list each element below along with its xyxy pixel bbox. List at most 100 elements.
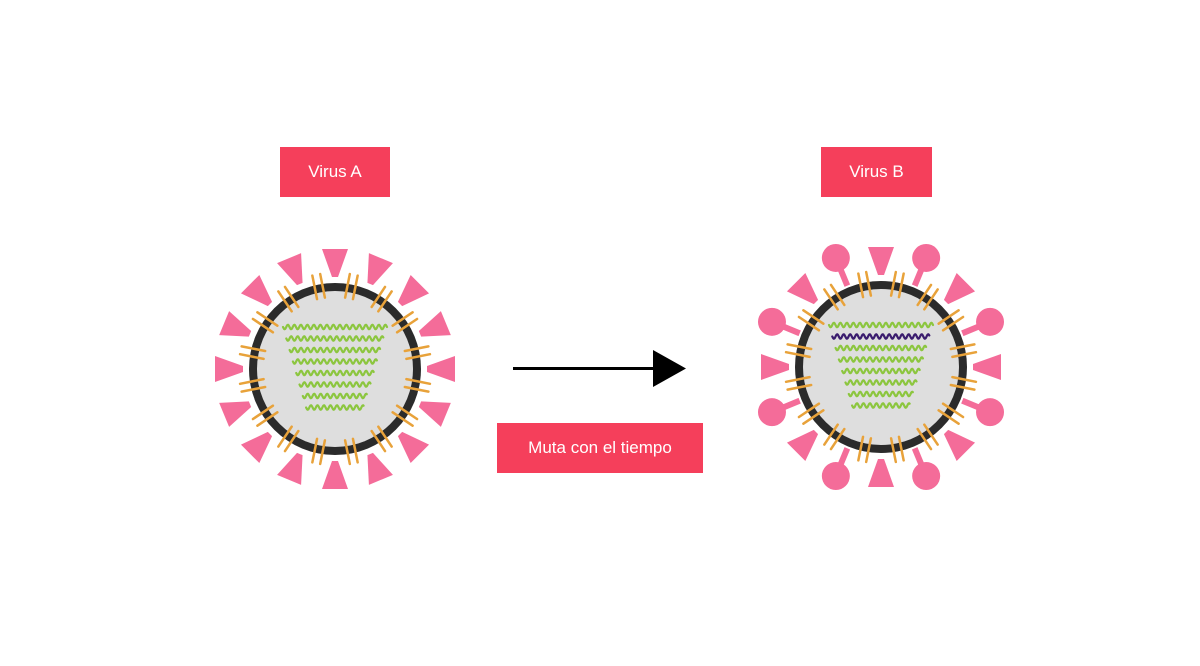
spike-head (322, 249, 348, 277)
protein-strand (405, 352, 432, 361)
rna-strand (834, 344, 928, 352)
spike-protein (367, 452, 393, 485)
spike-protein (322, 461, 348, 489)
rna-strand (844, 379, 918, 386)
membrane-protein (238, 377, 267, 393)
protein-strand (351, 274, 359, 301)
rna-strand (301, 392, 368, 400)
virus-b-illustration (757, 243, 1005, 491)
spike-protein (277, 253, 303, 286)
membrane-protein (916, 423, 939, 451)
spike-protein (961, 307, 1005, 337)
virus-a-label: Virus A (280, 147, 390, 197)
protein-strand (951, 350, 978, 359)
membrane-protein (823, 423, 846, 451)
protein-strand (889, 270, 898, 297)
spike-head (868, 459, 894, 487)
protein-strand (916, 427, 933, 451)
arrow-head (653, 350, 686, 387)
virus-b-label-text: Virus B (849, 162, 904, 181)
spike-protein (397, 274, 430, 307)
protein-strand (823, 288, 839, 311)
spike-protein (973, 354, 1001, 380)
protein-strand (802, 309, 825, 325)
capsid-interior (803, 289, 959, 445)
protein-strand (786, 383, 813, 391)
protein-strand (797, 315, 821, 332)
protein-strand (949, 383, 976, 391)
protein-strand (403, 345, 430, 353)
spike-head (367, 452, 393, 485)
protein-strand (857, 435, 865, 462)
capsid-interior (257, 291, 413, 447)
spike-head (219, 311, 252, 337)
spike-protein (427, 356, 455, 382)
mutation-label-text: Muta con el tiempo (528, 438, 672, 457)
spike-head (322, 461, 348, 489)
membrane-protein (391, 404, 419, 427)
membrane-protein (403, 345, 432, 361)
protein-strand (238, 352, 265, 361)
protein-strand (829, 283, 846, 307)
rna-strand (281, 323, 389, 331)
protein-strand (784, 350, 811, 359)
spike-knob (757, 398, 786, 427)
protein-strand (937, 309, 960, 325)
protein-strand (864, 270, 873, 297)
protein-strand (405, 377, 432, 386)
protein-strand (823, 423, 839, 446)
membrane-protein (784, 343, 813, 359)
protein-strand (240, 385, 267, 393)
protein-strand (311, 437, 319, 464)
membrane-protein (857, 270, 873, 299)
membrane-protein (343, 272, 359, 301)
membrane-protein (251, 404, 279, 427)
spike-knob (976, 307, 1005, 336)
spike-protein (911, 243, 941, 287)
mutation-arrow-icon (513, 350, 686, 387)
protein-strand (784, 375, 811, 384)
spike-protein (418, 311, 451, 337)
rna-strand (285, 335, 385, 342)
protein-strand (370, 429, 387, 453)
spike-head (397, 274, 430, 307)
membrane-protein (857, 435, 873, 464)
spike-protein (757, 307, 801, 337)
spike-protein (397, 431, 430, 464)
protein-strand (370, 285, 387, 309)
spike-protein (277, 452, 303, 485)
spike-protein (868, 459, 894, 487)
protein-strand (391, 411, 414, 427)
protein-strand (941, 402, 965, 419)
spike-knob (821, 243, 850, 272)
spike-protein (943, 272, 976, 305)
membrane-protein (949, 343, 978, 359)
spike-head (397, 431, 430, 464)
protein-strand (283, 285, 300, 309)
spike-protein (418, 401, 451, 427)
spike-head (868, 247, 894, 275)
protein-strand (923, 423, 939, 446)
spike-head (219, 401, 252, 427)
spike-protein (219, 401, 252, 427)
membrane-protein (937, 309, 965, 332)
rna-strand (298, 381, 372, 388)
spike-protein (322, 249, 348, 277)
membrane-protein (238, 345, 267, 361)
protein-strand (238, 377, 265, 386)
protein-strand (277, 425, 293, 448)
membrane-protein (311, 437, 327, 466)
spike-protein (911, 447, 941, 491)
spike-head (418, 401, 451, 427)
protein-strand (251, 404, 275, 421)
membrane-protein (370, 425, 393, 453)
spike-knob (757, 307, 786, 336)
spike-head (277, 253, 303, 286)
mutated-rna-strand (831, 333, 931, 340)
spike-head (786, 272, 819, 305)
protein-strand (240, 345, 267, 353)
protein-strand (897, 435, 905, 462)
spike-protein (219, 311, 252, 337)
spike-head (418, 311, 451, 337)
spike-head (761, 354, 789, 380)
